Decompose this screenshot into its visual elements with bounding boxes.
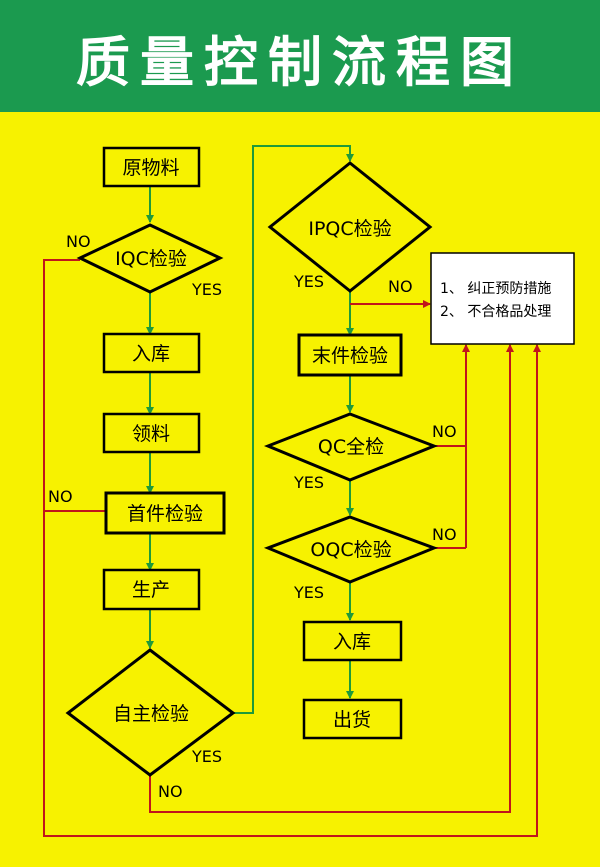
- qc-full-inspection-label: QC全检: [318, 436, 384, 458]
- self-check-no-label: NO: [158, 782, 183, 801]
- production-label: 生产: [132, 579, 170, 601]
- iqc-yes-label: YES: [191, 280, 222, 299]
- self-check-decision: [65, 648, 236, 777]
- title-banner: 质量控制流程图: [0, 0, 600, 112]
- main-flow-connectors: [146, 145, 354, 714]
- self-check-label: 自主检验: [113, 703, 189, 725]
- last-piece-inspection-box: [297, 333, 403, 377]
- store-in-label-2: 入库: [333, 631, 371, 653]
- pick-material-label: 领料: [132, 423, 170, 445]
- first-piece-inspection-box: [104, 491, 226, 535]
- corrective-action-box: [430, 252, 575, 345]
- ship-label: 出货: [333, 709, 371, 731]
- oqc-yes-label: YES: [293, 583, 324, 602]
- qc-full-inspection-decision: [263, 412, 439, 482]
- oqc-decision: [263, 515, 439, 584]
- self-check-yes-label: YES: [191, 747, 222, 766]
- first-piece-inspection-label: 首件检验: [127, 503, 203, 525]
- page-title: 质量控制流程图: [76, 31, 524, 94]
- rejection-flow-connectors: [43, 259, 541, 837]
- iqc-no-label: NO: [66, 232, 91, 251]
- oqc-no-label: NO: [432, 525, 457, 544]
- qc-full-yes-label: YES: [293, 473, 324, 492]
- ipqc-label: IPQC检验: [308, 218, 391, 240]
- store-in-label-1: 入库: [132, 343, 170, 365]
- raw-material-label: 原物料: [122, 157, 179, 179]
- store-in-box-2: [302, 620, 403, 662]
- production-box: [102, 568, 201, 611]
- ipqc-yes-label: YES: [293, 272, 324, 291]
- iqc-label: IQC检验: [115, 248, 187, 270]
- ship-box: [302, 698, 403, 740]
- last-piece-inspection-label: 末件检验: [312, 345, 388, 367]
- oqc-label: OQC检验: [310, 539, 391, 561]
- ipqc-no-label: NO: [388, 277, 413, 296]
- corrective-action-line-2: 2、 不合格品处理: [440, 304, 551, 320]
- qc-full-no-label: NO: [432, 422, 457, 441]
- store-in-box-1: [102, 332, 201, 374]
- first-piece-no-label: NO: [48, 487, 73, 506]
- corrective-action-line-1: 1、 纠正预防措施: [440, 281, 551, 297]
- ipqc-decision: [267, 161, 433, 293]
- raw-material-box: [102, 146, 201, 188]
- pick-material-box: [102, 412, 201, 454]
- iqc-decision: [76, 223, 224, 294]
